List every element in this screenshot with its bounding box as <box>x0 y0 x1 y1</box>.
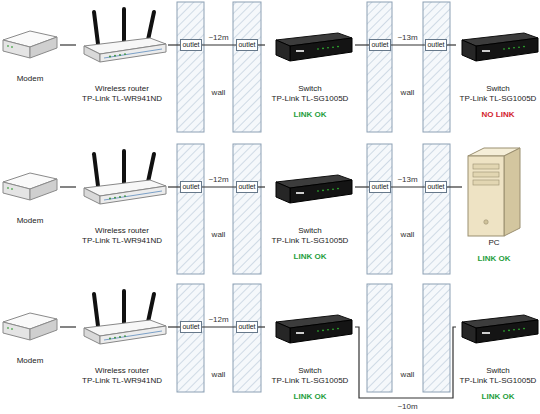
outlet-label: outlet <box>371 183 388 191</box>
wall-label: wall <box>401 370 415 380</box>
network-cable <box>355 44 369 45</box>
wall-outlet: outlet <box>236 321 258 333</box>
network-cable <box>60 186 76 187</box>
wireless-router: Wireless routerTP-Link TL-WR941ND <box>76 170 168 246</box>
wall-label: wall <box>212 230 226 240</box>
wall-outlet: outlet <box>236 39 258 51</box>
walls-row3 <box>177 284 450 392</box>
device-label: Modem <box>17 74 44 84</box>
link-status: LINK OK <box>478 254 511 264</box>
network-switch: SwitchTP-Link TL-SG1005D LINK OK <box>265 172 355 262</box>
cable-length: ~12m <box>208 175 228 185</box>
outlet-label: outlet <box>427 41 444 49</box>
wall-outlet: outlet <box>369 181 391 193</box>
wall-outlet: outlet <box>425 39 447 51</box>
network-cable <box>202 326 236 327</box>
modem-device: Modem <box>0 164 60 226</box>
model-label: TP-Link TL-SG1005D <box>272 376 349 386</box>
walls-row2 <box>177 144 450 274</box>
network-cable <box>447 186 462 187</box>
link-status: LINK OK <box>482 392 515 402</box>
router-icons <box>84 9 166 344</box>
model-label: TP-Link TL-SG1005D <box>460 376 537 386</box>
wireless-router: Wireless routerTP-Link TL-WR941ND <box>76 28 168 104</box>
device-label: PC <box>488 238 499 248</box>
model-label: TP-Link TL-SG1005D <box>272 94 349 104</box>
network-switch: SwitchTP-Link TL-SG1005D LINK OK <box>456 312 540 402</box>
wall-label: wall <box>212 88 226 98</box>
wall-outlet: outlet <box>180 39 202 51</box>
wall-label: wall <box>401 88 415 98</box>
cable-length: ~13m <box>397 33 417 43</box>
device-label: Switch <box>298 366 322 376</box>
wall-outlet: outlet <box>425 181 447 193</box>
network-cable <box>202 186 236 187</box>
device-label: Wireless router <box>95 226 149 236</box>
link-status: LINK OK <box>294 252 327 262</box>
outlet-label: outlet <box>427 183 444 191</box>
desktop-pc: PC LINK OK <box>462 146 526 264</box>
cable-length: ~12m <box>208 315 228 325</box>
model-label: TP-Link TL-WR941ND <box>82 94 162 104</box>
wall-outlet: outlet <box>369 39 391 51</box>
model-label: TP-Link TL-WR941ND <box>82 376 162 386</box>
network-cable <box>168 326 180 327</box>
network-cable <box>391 186 425 187</box>
network-switch: SwitchTP-Link TL-SG1005D NO LINK <box>456 30 540 120</box>
device-label: Modem <box>17 216 44 226</box>
network-cable <box>168 44 180 45</box>
network-cable <box>168 186 180 187</box>
wall-label: wall <box>401 230 415 240</box>
link-status: NO LINK <box>482 110 515 120</box>
network-cable <box>355 186 369 187</box>
network-cable <box>355 327 456 398</box>
wireless-router: Wireless routerTP-Link TL-WR941ND <box>76 310 168 386</box>
device-label: Wireless router <box>95 84 149 94</box>
cable-length: ~13m <box>397 175 417 185</box>
network-cable <box>60 326 76 327</box>
device-label: Modem <box>17 356 44 366</box>
link-status: LINK OK <box>294 392 327 402</box>
network-cable <box>258 326 265 327</box>
network-cable <box>202 44 236 45</box>
outlet-label: outlet <box>371 41 388 49</box>
wall-outlet: outlet <box>180 181 202 193</box>
outlet-label: outlet <box>182 183 199 191</box>
model-label: TP-Link TL-SG1005D <box>460 94 537 104</box>
walls-row1 <box>177 2 450 132</box>
model-label: TP-Link TL-WR941ND <box>82 236 162 246</box>
network-switch: SwitchTP-Link TL-SG1005D LINK OK <box>265 30 355 120</box>
outlet-label: outlet <box>238 183 255 191</box>
outlet-label: outlet <box>182 323 199 331</box>
modem-device: Modem <box>0 304 60 366</box>
device-label: Switch <box>486 366 510 376</box>
cable-length: ~10m <box>397 402 417 412</box>
network-switch: SwitchTP-Link TL-SG1005D LINK OK <box>265 312 355 402</box>
network-cable <box>60 44 76 45</box>
switch-icons <box>276 33 538 343</box>
wall-outlet: outlet <box>180 321 202 333</box>
device-label: Switch <box>486 84 510 94</box>
pc-icon <box>468 148 520 236</box>
network-cable <box>391 44 425 45</box>
device-label: Switch <box>298 84 322 94</box>
wall-label: wall <box>212 370 226 380</box>
network-cable <box>447 44 456 45</box>
model-label: TP-Link TL-SG1005D <box>272 236 349 246</box>
network-cable <box>258 186 265 187</box>
outlet-label: outlet <box>182 41 199 49</box>
modem-device: Modem <box>0 22 60 84</box>
network-cable <box>258 44 265 45</box>
outlet-label: outlet <box>238 41 255 49</box>
device-label: Wireless router <box>95 366 149 376</box>
outlet-label: outlet <box>238 323 255 331</box>
device-label: Switch <box>298 226 322 236</box>
modem-icons <box>3 31 57 340</box>
cable-length: ~12m <box>208 33 228 43</box>
link-status: LINK OK <box>294 110 327 120</box>
wall-outlet: outlet <box>236 181 258 193</box>
